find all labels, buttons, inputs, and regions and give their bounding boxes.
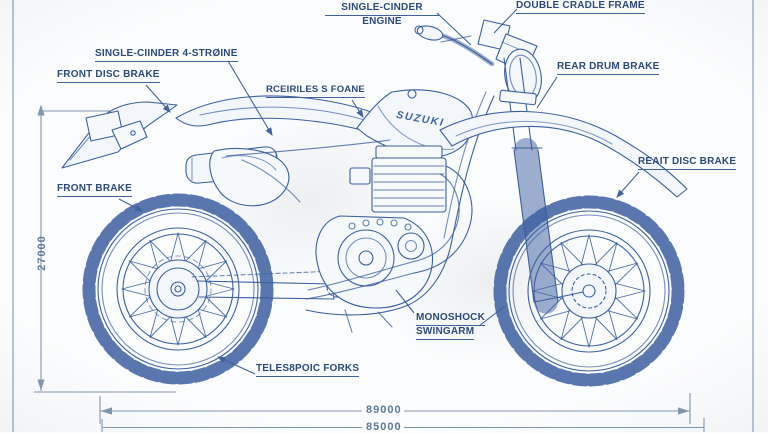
brake-lever <box>440 35 472 43</box>
label-four-stroke: SINGLE-CIINDER 4-STRØINE <box>95 48 238 62</box>
front-wheel <box>493 195 685 387</box>
carburetor <box>349 167 371 185</box>
length-dimension-value-bottom: 85000 <box>366 421 402 433</box>
footpeg <box>344 309 393 333</box>
label-single-cylinder-engine: SINGLE-CINDER ENGINE <box>325 2 439 28</box>
label-series-frame: RCEIRILES S FOANE <box>266 84 365 98</box>
front-downtube <box>405 95 495 307</box>
leader-telescopic <box>217 356 256 375</box>
rear-tire-knobs <box>82 193 274 385</box>
arrowhead-down <box>37 379 45 391</box>
length-dimension-value-top: 89000 <box>366 404 402 416</box>
exhaust-pipe <box>305 165 473 300</box>
front-tire-knobs <box>493 195 685 387</box>
arrowhead-left <box>100 407 112 415</box>
frame <box>225 91 495 333</box>
label-line: ENGINE <box>362 16 402 27</box>
side-panel-line <box>221 155 277 171</box>
front-tire-inner <box>508 210 670 372</box>
leader-engine <box>436 12 472 46</box>
label-rear-drum-brake: REAR DRUM BRAKE <box>557 61 660 75</box>
front-rim-outer <box>527 229 651 353</box>
callout-leaders <box>118 8 640 375</box>
clutch-center <box>404 239 418 253</box>
under-pipe <box>305 261 415 300</box>
header-outer <box>413 165 473 274</box>
front-downtube-2 <box>443 91 487 239</box>
leader-double-cradle <box>493 8 518 34</box>
arrowhead-up <box>37 104 45 116</box>
leader-rear-drum <box>536 76 558 109</box>
rear-stay <box>241 159 301 203</box>
leader-front-brake <box>118 198 143 212</box>
leader-monoshock <box>395 289 506 327</box>
front-disc-bolts <box>571 273 607 309</box>
front-tire-bead <box>512 214 666 368</box>
label-monoshock-swingarm: MONOSHOCK SWINGARM <box>416 312 486 340</box>
leader-rear-disc <box>616 171 640 198</box>
grip <box>416 25 444 41</box>
front-forks <box>499 57 584 314</box>
bar-end <box>414 25 424 35</box>
rear-tire-inner <box>97 208 259 370</box>
rear-rim-outer <box>116 227 240 351</box>
label-front-disc-brake: FRONT DISC BRAKE <box>57 69 160 83</box>
crankcase-cover-inner <box>345 237 387 279</box>
rear-spokes <box>121 232 235 346</box>
lower-fork-leg <box>533 291 584 303</box>
label-rear-disc-brake: REAIT DISC BRAKE <box>638 156 737 170</box>
rear-drum <box>148 259 208 319</box>
tank-knee-line <box>377 105 455 150</box>
lower-cradle <box>305 305 407 316</box>
label-double-cradle-frame: DOUBLE CRADLE FRAME <box>516 0 645 14</box>
leader-four-stroke <box>227 60 273 136</box>
triple-clamp <box>499 89 537 106</box>
tail-light-bulb <box>130 130 136 136</box>
fork-gaiters <box>514 138 558 314</box>
clutch-cover <box>397 232 425 260</box>
label-telescopic-forks: TELES8POIC FORKS <box>256 363 360 377</box>
label-line: SINGLE-CINDER <box>325 2 439 16</box>
fuel-cap <box>407 89 417 99</box>
rear-hub <box>156 267 200 311</box>
rear-fender <box>61 101 178 169</box>
rear-axle-center <box>174 285 182 293</box>
front-fender-rib <box>455 120 613 145</box>
rear-wheel <box>82 193 274 385</box>
leader-front-disc <box>145 84 171 113</box>
front-axle <box>582 284 596 298</box>
gaiter-edges <box>513 149 559 303</box>
engine <box>315 145 447 309</box>
cooling-fins <box>373 165 445 207</box>
front-brake-disc <box>561 263 617 319</box>
front-fender <box>439 111 688 198</box>
seat-rail <box>225 139 391 157</box>
case-bolts <box>348 218 412 231</box>
rear-spokes-cross <box>121 232 235 346</box>
dimension-lines <box>12 0 754 432</box>
height-dimension-value: 27000 <box>36 235 48 271</box>
motorcycle-blueprint <box>61 19 688 387</box>
arrowhead-right <box>678 407 690 415</box>
header-inner <box>411 173 460 263</box>
tail-light <box>111 120 148 150</box>
leader-series-frame <box>351 99 364 118</box>
rear-axle <box>170 281 186 297</box>
label-front-brake: FRONT BRAKE <box>57 183 132 197</box>
drive-chain <box>189 270 337 278</box>
front-fender-blade <box>439 111 688 198</box>
rear-sprocket <box>144 255 212 323</box>
crank-center <box>358 250 374 266</box>
cylinder-head <box>375 145 443 159</box>
rear-tire-bead <box>101 212 255 366</box>
